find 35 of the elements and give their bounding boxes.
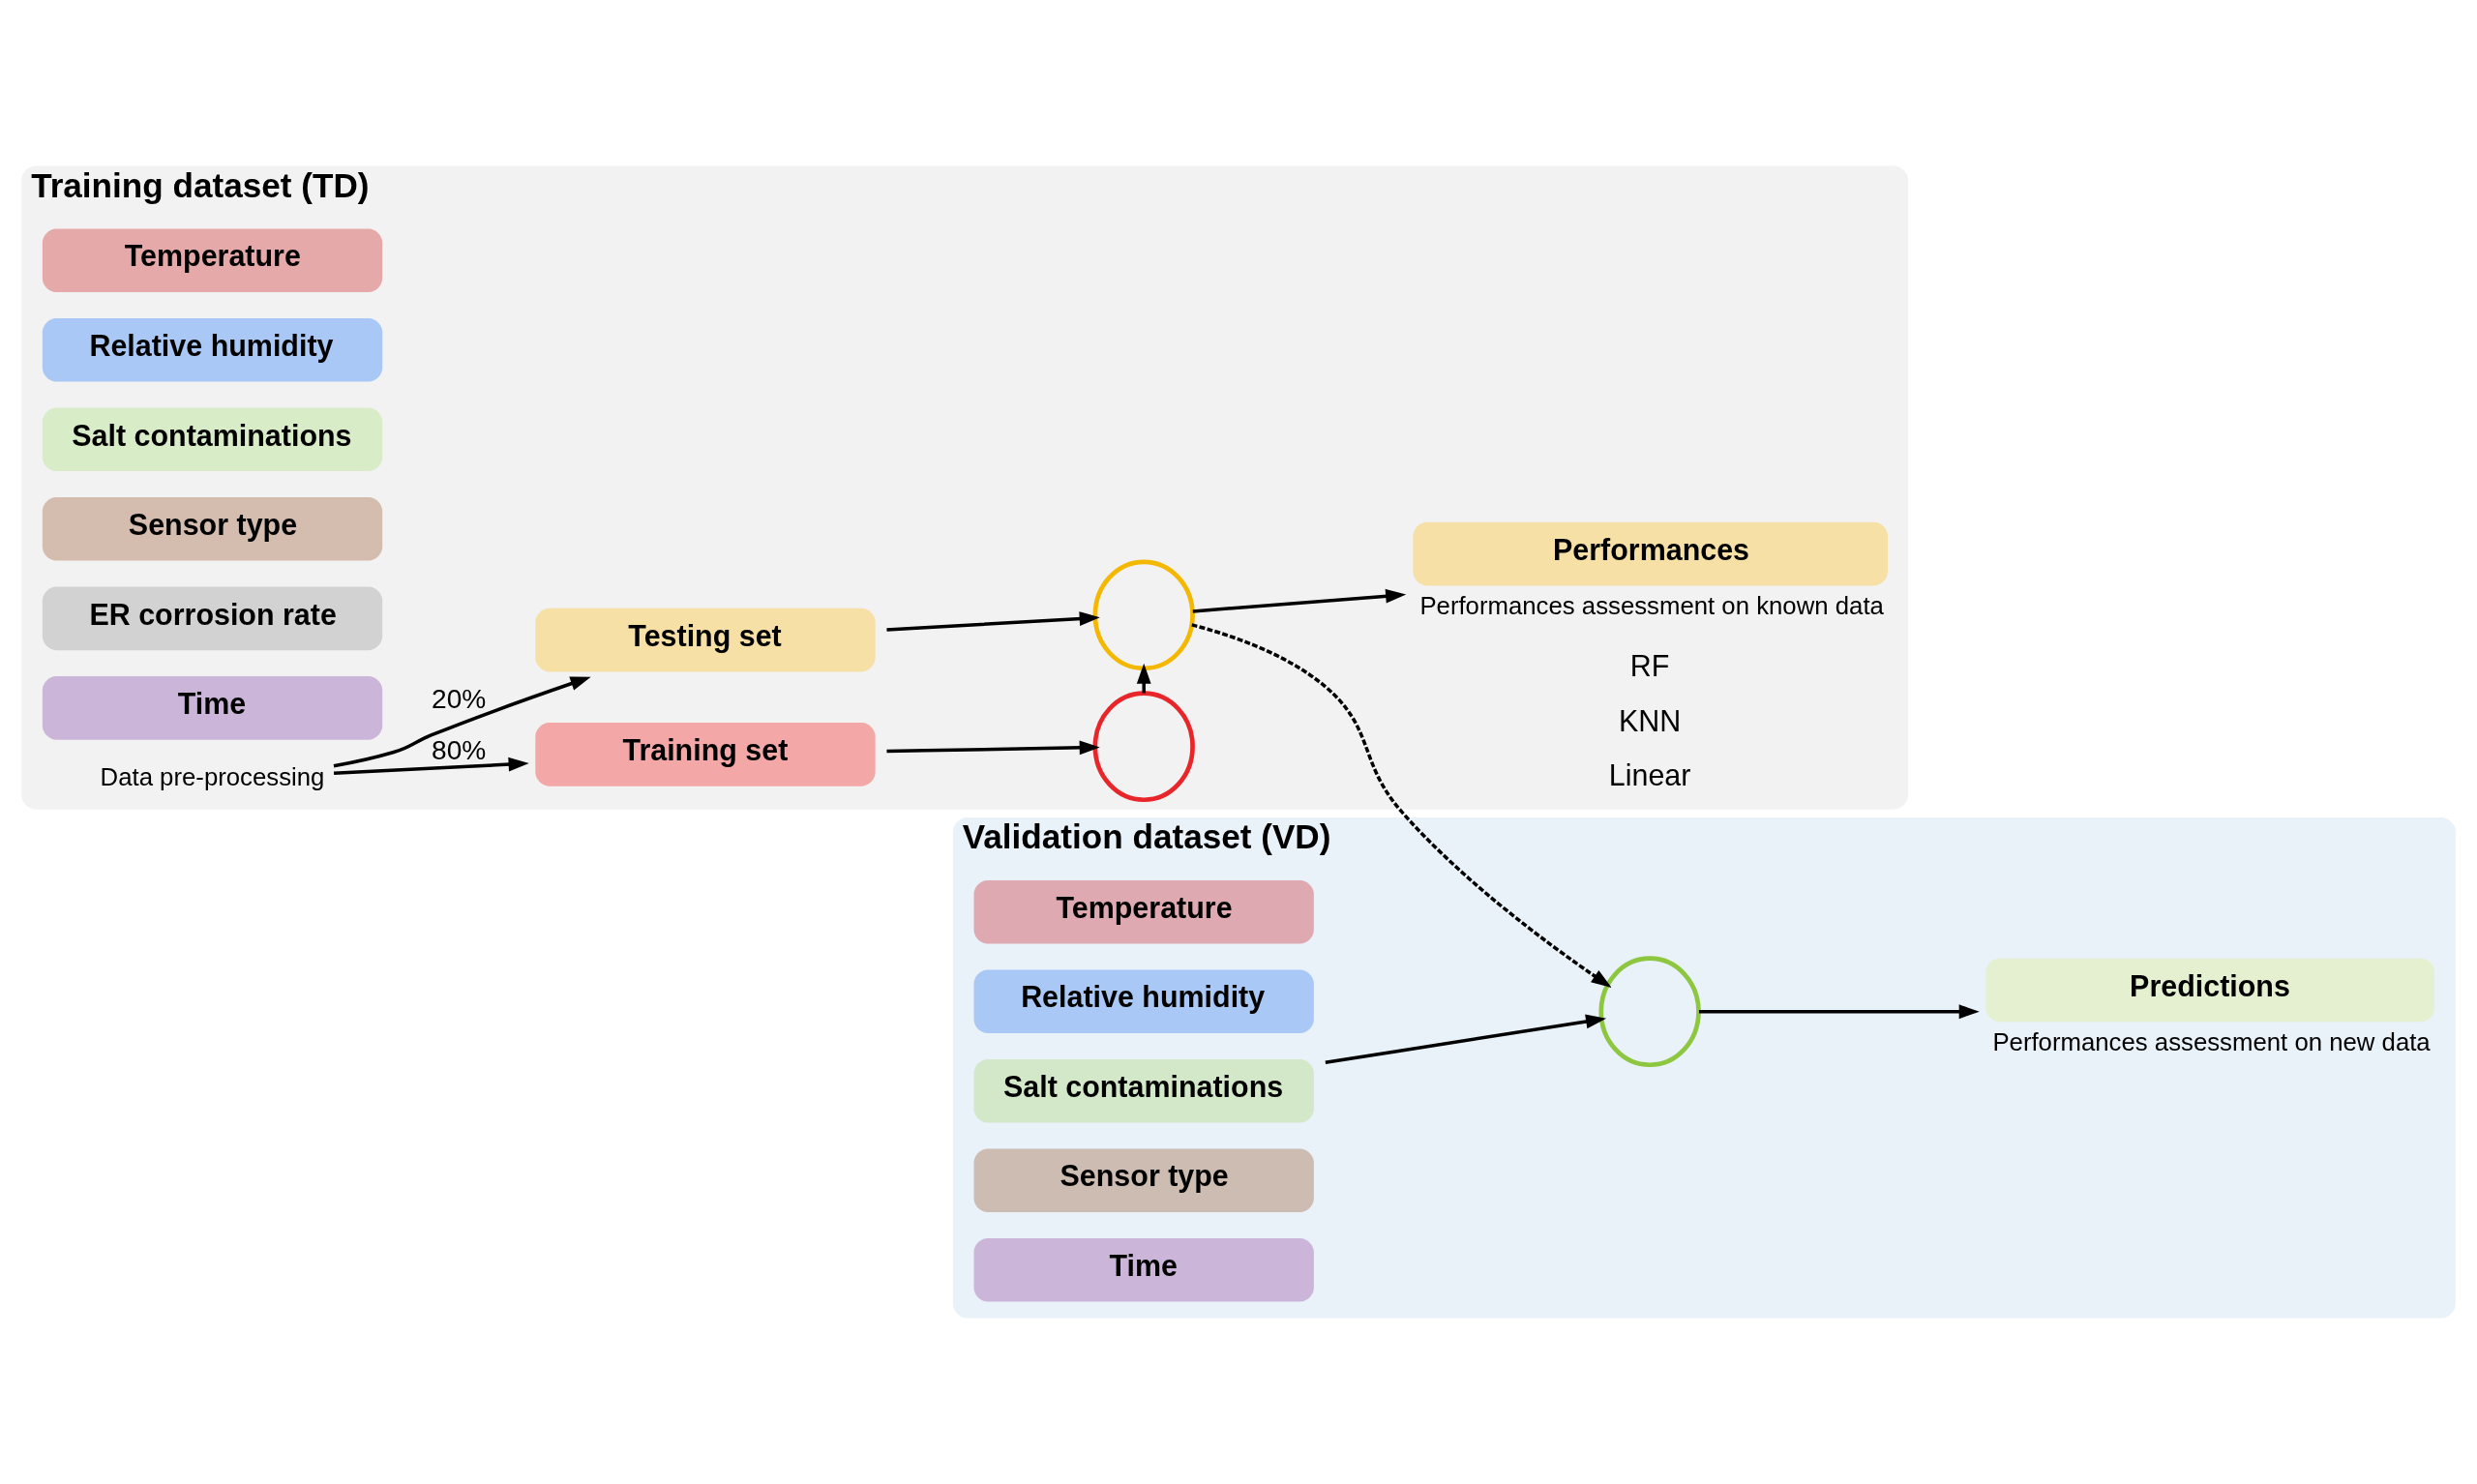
edge-label: 20% bbox=[432, 684, 487, 715]
label: RF bbox=[1629, 649, 1670, 683]
arrow bbox=[1699, 1004, 1980, 1020]
node-brain bbox=[1092, 559, 1195, 671]
arrow bbox=[1192, 588, 1407, 613]
label: KNN bbox=[1619, 703, 1682, 737]
edge-label: 80% bbox=[432, 734, 487, 765]
node-label: Performances assessment on new data bbox=[1992, 1028, 2431, 1056]
node-box: Training set bbox=[535, 723, 876, 787]
node-box: Performances bbox=[1413, 521, 1889, 586]
node-box: Relative humidity bbox=[42, 318, 383, 382]
node-box: Temperature bbox=[973, 879, 1314, 944]
node-box: Salt contaminations bbox=[42, 407, 383, 472]
arrow bbox=[1136, 663, 1151, 694]
node-box: Testing set bbox=[535, 608, 876, 672]
arrow bbox=[334, 757, 529, 776]
node-box: Time bbox=[42, 676, 383, 740]
arrow bbox=[333, 676, 591, 768]
node-box: Sensor type bbox=[42, 497, 383, 561]
node-box: Salt contaminations bbox=[973, 1058, 1314, 1123]
node-box: ER corrosion rate bbox=[42, 586, 383, 651]
arrow bbox=[886, 740, 1100, 756]
node-box: Predictions bbox=[1985, 958, 2435, 1023]
node-text: Data pre-processing bbox=[100, 763, 325, 791]
node-label: Performances assessment on known data bbox=[1419, 592, 1884, 620]
node-box: Relative humidity bbox=[973, 969, 1314, 1033]
node-box: Temperature bbox=[42, 228, 383, 293]
node-box: Sensor type bbox=[973, 1148, 1314, 1213]
node-brain bbox=[1598, 956, 1701, 1068]
node-brain bbox=[1092, 691, 1195, 803]
arrow bbox=[1191, 623, 1612, 988]
arrow bbox=[1325, 1014, 1607, 1065]
label: Linear bbox=[1608, 757, 1691, 791]
node-box: Time bbox=[973, 1237, 1314, 1302]
arrow bbox=[886, 611, 1100, 632]
